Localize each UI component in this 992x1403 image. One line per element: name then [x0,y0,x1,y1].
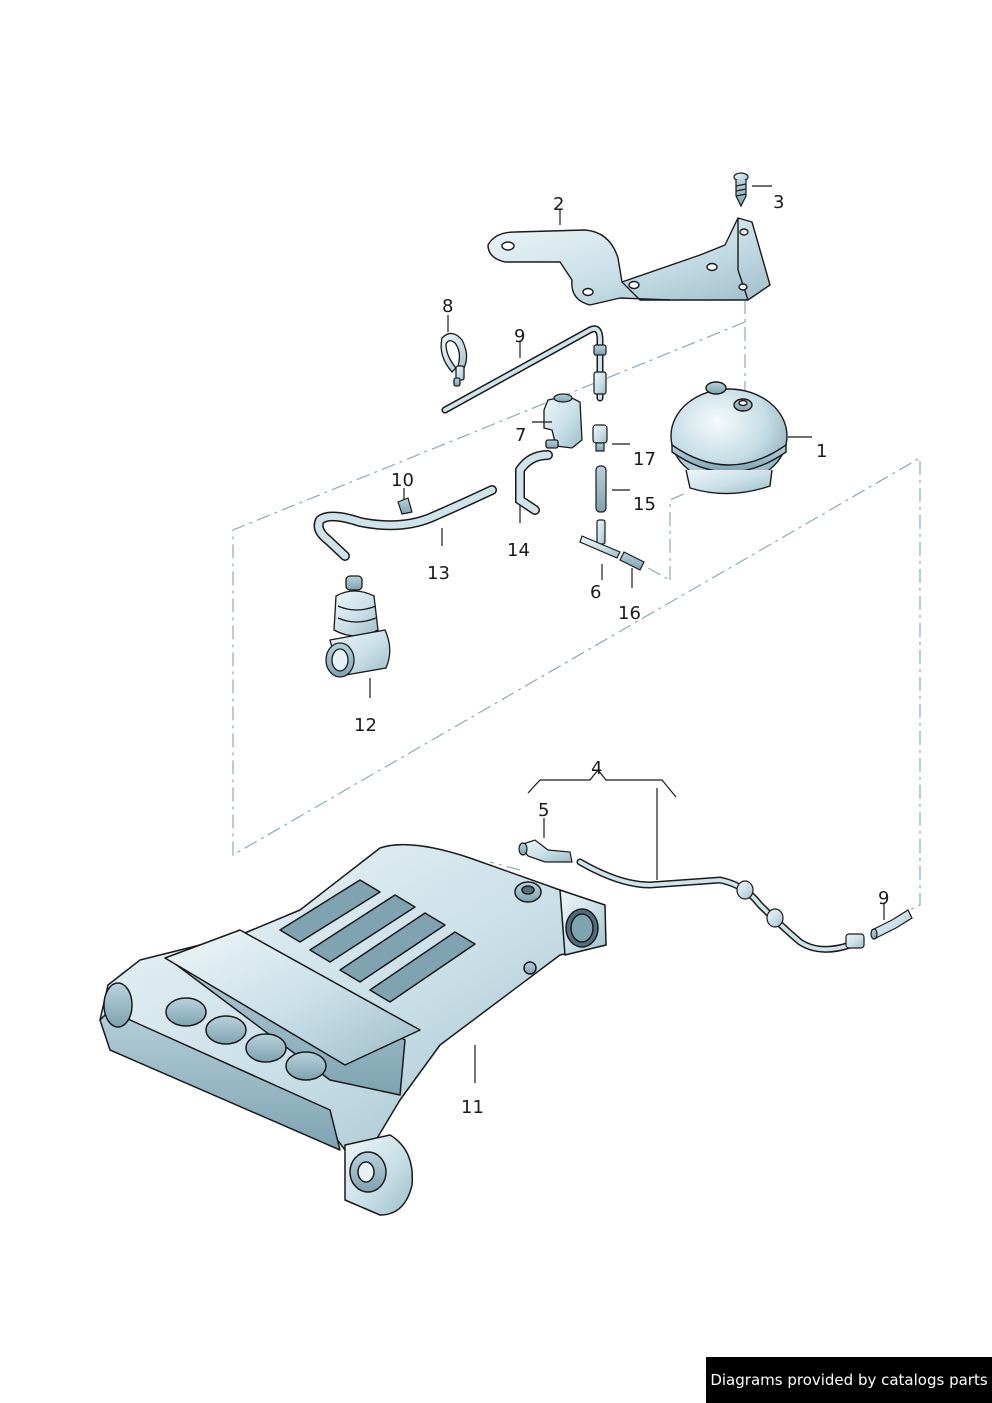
screw-part [733,172,749,208]
callout-16: 16 [618,603,641,624]
assembly-lines [232,300,921,913]
vacuum-reservoir-part [670,381,788,495]
callout-12: 12 [354,715,377,736]
callout-2: 2 [553,194,564,215]
callout-10: 10 [391,470,414,491]
fitting-part-9-lower [870,909,913,940]
callout-13: 13 [427,563,450,584]
callout-9-lower: 9 [878,888,889,909]
leader-lines [369,185,885,1083]
hose-part-15 [595,465,607,513]
callout-11: 11 [461,1097,484,1118]
clamp-part [440,332,468,387]
t-connector-part [579,519,621,559]
callout-labels: 1 2 3 4 5 6 7 8 9 9 10 11 12 13 14 15 16… [354,192,889,1118]
callout-14: 14 [507,540,530,561]
intake-manifold-part [99,843,607,1216]
connector-part-17 [592,424,608,452]
callout-8: 8 [442,296,453,317]
end-piece-part [619,551,645,571]
bracket-part [487,217,771,306]
credit-text: Diagrams provided by catalogs parts [710,1371,988,1389]
callout-7: 7 [515,425,526,446]
elbow-fitting-part [518,839,573,863]
callout-17: 17 [633,449,656,470]
vacuum-line-lower-part [576,858,865,953]
callout-9-upper: 9 [514,326,525,347]
callout-5: 5 [538,800,549,821]
callout-1: 1 [816,441,827,462]
solenoid-valve-part [543,393,583,449]
callout-3: 3 [773,192,784,213]
hose-part-13 [313,485,497,561]
hose-part-14 [515,450,553,515]
vacuum-line-upper-part [441,325,607,414]
clip-part [397,497,413,515]
callout-15: 15 [633,494,656,515]
credit-banner: Diagrams provided by catalogs parts [706,1357,992,1403]
callout-6: 6 [590,582,601,603]
check-valve-part [325,575,391,678]
callout-4: 4 [591,758,602,779]
